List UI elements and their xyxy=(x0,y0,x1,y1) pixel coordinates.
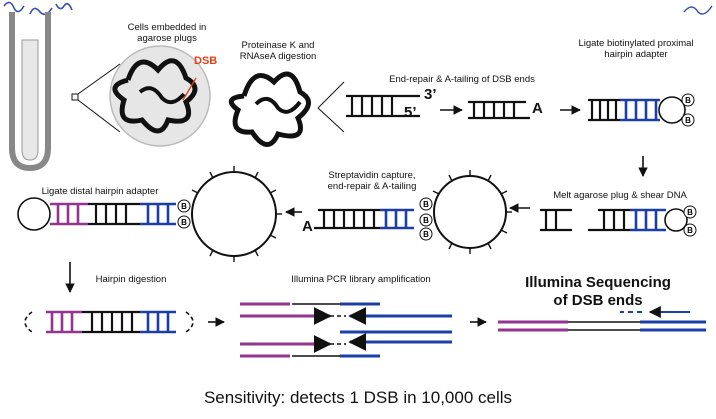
label-streptavidin: Streptavidin capture, end-repair & A-tai… xyxy=(327,170,417,192)
label-ligate-distal: Ligate distal hairpin adapter xyxy=(41,186,159,197)
sensitivity-caption: Sensitivity: detects 1 DSB in 10,000 cel… xyxy=(203,388,513,407)
biotin-label: B xyxy=(181,218,187,227)
label-end-repair: End-repair & A-tailing of DSB ends xyxy=(389,74,535,85)
biotin-label: B xyxy=(423,200,429,209)
sequencing-read-diagram xyxy=(498,306,706,332)
label-proteinase: Proteinase K and RNAseA digestion xyxy=(239,40,317,62)
handwritten-annotation-right xyxy=(683,5,713,15)
biotin-label: B xyxy=(685,96,691,105)
biotin-label: B xyxy=(423,216,429,225)
biotin-label: B xyxy=(423,230,429,239)
biotin-badge: BB xyxy=(681,93,695,127)
label-ligate-proximal: Ligate biotinylated proximal hairpin ada… xyxy=(578,38,694,60)
hairpin-digested-dna xyxy=(24,310,194,334)
label-hairpin-digestion: Hairpin digestion xyxy=(95,274,167,285)
agarose-plug-icon xyxy=(109,45,211,147)
streptavidin-bead-icon xyxy=(432,170,512,254)
biotin-label: B xyxy=(687,208,693,217)
biotin-label: B xyxy=(687,226,693,235)
label-a-tail: A xyxy=(532,100,543,117)
proximal-adapter-dna xyxy=(588,96,686,124)
label-a-tail-captured: A xyxy=(302,218,313,235)
streptavidin-bead-icon xyxy=(191,166,282,262)
label-three-prime: 3’ xyxy=(424,86,437,103)
label-pcr: Illumina PCR library amplification xyxy=(291,274,431,285)
sheared-dna xyxy=(540,208,688,232)
pcr-amplification-diagram xyxy=(240,302,452,358)
biotin-label: B xyxy=(181,202,187,211)
captured-a-tailed-dna xyxy=(314,208,414,230)
biotin-badge: BB xyxy=(683,205,697,237)
dsb-end-dna xyxy=(346,94,420,118)
label-cells-embedded: Cells embedded in agarose plugs xyxy=(127,22,207,44)
label-sequencing: Illumina Sequencing of DSB ends xyxy=(525,274,671,309)
biotin-label: B xyxy=(685,116,691,125)
label-five-prime: 5’ xyxy=(404,104,417,121)
a-tailed-dna xyxy=(468,100,530,120)
distal-adapter-construct xyxy=(17,197,176,231)
label-melt-shear: Melt agarose plug & shear DNA xyxy=(553,190,687,201)
digested-dna-icon xyxy=(228,71,345,147)
biotin-badge: BB xyxy=(177,199,191,229)
label-dsb: DSB xyxy=(194,55,218,67)
sample-tube-icon xyxy=(9,12,121,172)
biotin-badge: BBB xyxy=(419,197,433,241)
